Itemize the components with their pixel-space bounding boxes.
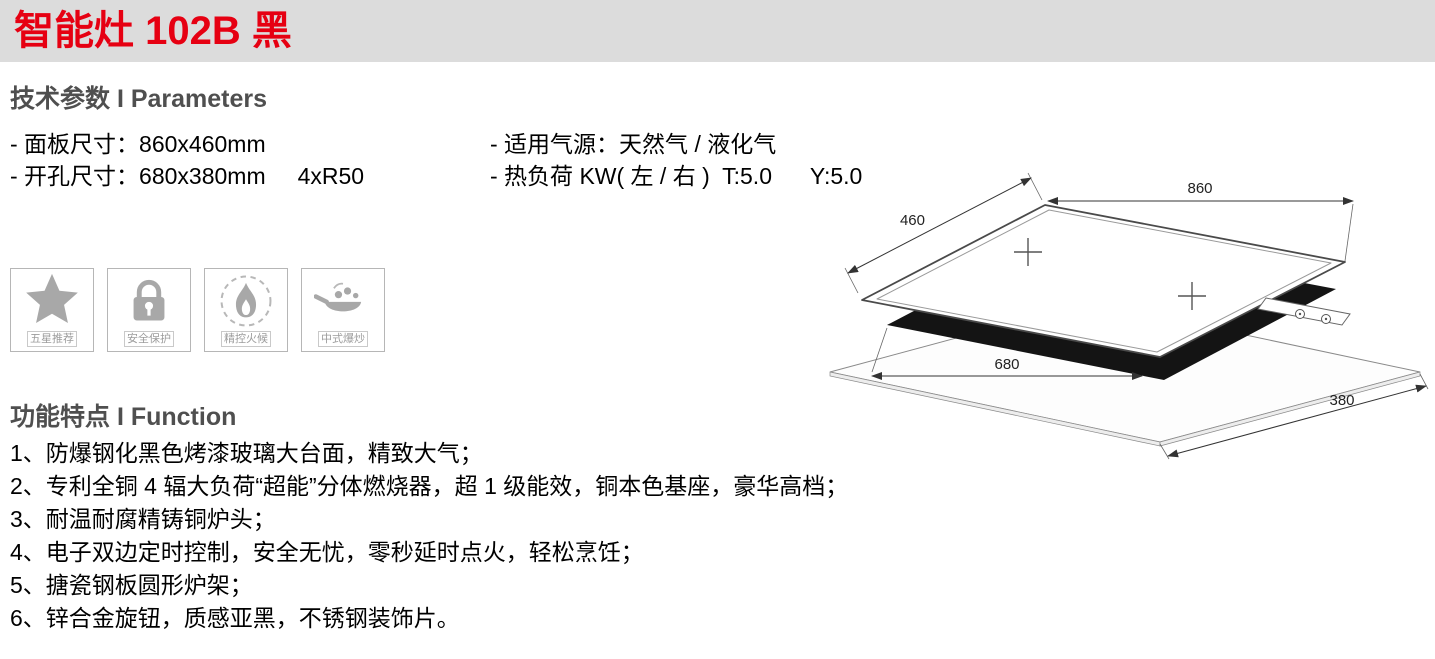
param-cutout-size: - 开孔尺寸：680x380mm 4xR50	[10, 163, 365, 189]
wok-icon	[302, 270, 384, 332]
knob-left-dot	[1298, 312, 1302, 316]
badge-safety: 安全保护	[107, 268, 191, 352]
flame-icon	[205, 270, 287, 332]
function-heading: 功能特点 I Function	[10, 403, 237, 431]
badge-label: 五星推荐	[27, 331, 77, 347]
param-gas-source: - 适用气源：天然气 / 液化气	[490, 131, 777, 157]
badge-label: 安全保护	[124, 331, 174, 347]
parameters-heading: 技术参数 I Parameters	[10, 85, 268, 113]
star-icon	[11, 270, 93, 332]
burner-cross-right	[1178, 282, 1206, 310]
dim-label-panel-depth: 460	[900, 212, 925, 229]
feature-badges: 五星推荐 安全保护 精控火候	[10, 268, 385, 352]
lock-icon	[108, 270, 190, 332]
knob-right-dot	[1324, 317, 1328, 321]
feature-list: 1、防爆钢化黑色烤漆玻璃大台面，精致大气； 2、专利全铜 4 辐大负荷“超能”分…	[10, 437, 848, 635]
feature-item-6: 6、锌合金旋钮，质感亚黑，不锈钢装饰片。	[10, 605, 460, 631]
dim-label-cutout-depth: 380	[1329, 392, 1354, 409]
dim-label-panel-width: 860	[1187, 180, 1212, 197]
badge-fire-control: 精控火候	[204, 268, 288, 352]
feature-item-1: 1、防爆钢化黑色烤漆玻璃大台面，精致大气；	[10, 440, 483, 466]
dim-label-cutout-width: 680	[994, 356, 1019, 373]
title-banner: 智能灶 102B 黑	[0, 0, 1435, 62]
badge-label: 精控火候	[221, 331, 271, 347]
param-heat-load: - 热负荷 KW( 左 / 右 ) T:5.0 Y:5.0	[490, 163, 863, 189]
badge-label: 中式爆炒	[318, 331, 368, 347]
feature-item-3: 3、耐温耐腐精铸铜炉头；	[10, 506, 276, 532]
param-panel-size: - 面板尺寸：860x460mm	[10, 131, 266, 157]
page-title: 智能灶 102B 黑	[14, 9, 292, 53]
badge-five-star: 五星推荐	[10, 268, 94, 352]
badge-stir-fry: 中式爆炒	[301, 268, 385, 352]
cooktop-isometric-drawing: 860 460 680 380	[829, 172, 1429, 460]
feature-item-5: 5、搪瓷钢板圆形炉架；	[10, 572, 253, 598]
feature-item-4: 4、电子双边定时控制，安全无忧，零秒延时点火，轻松烹饪；	[10, 539, 644, 565]
feature-item-2: 2、专利全铜 4 辐大负荷“超能”分体燃烧器，超 1 级能效，铜本色基座，豪华高…	[10, 473, 849, 499]
